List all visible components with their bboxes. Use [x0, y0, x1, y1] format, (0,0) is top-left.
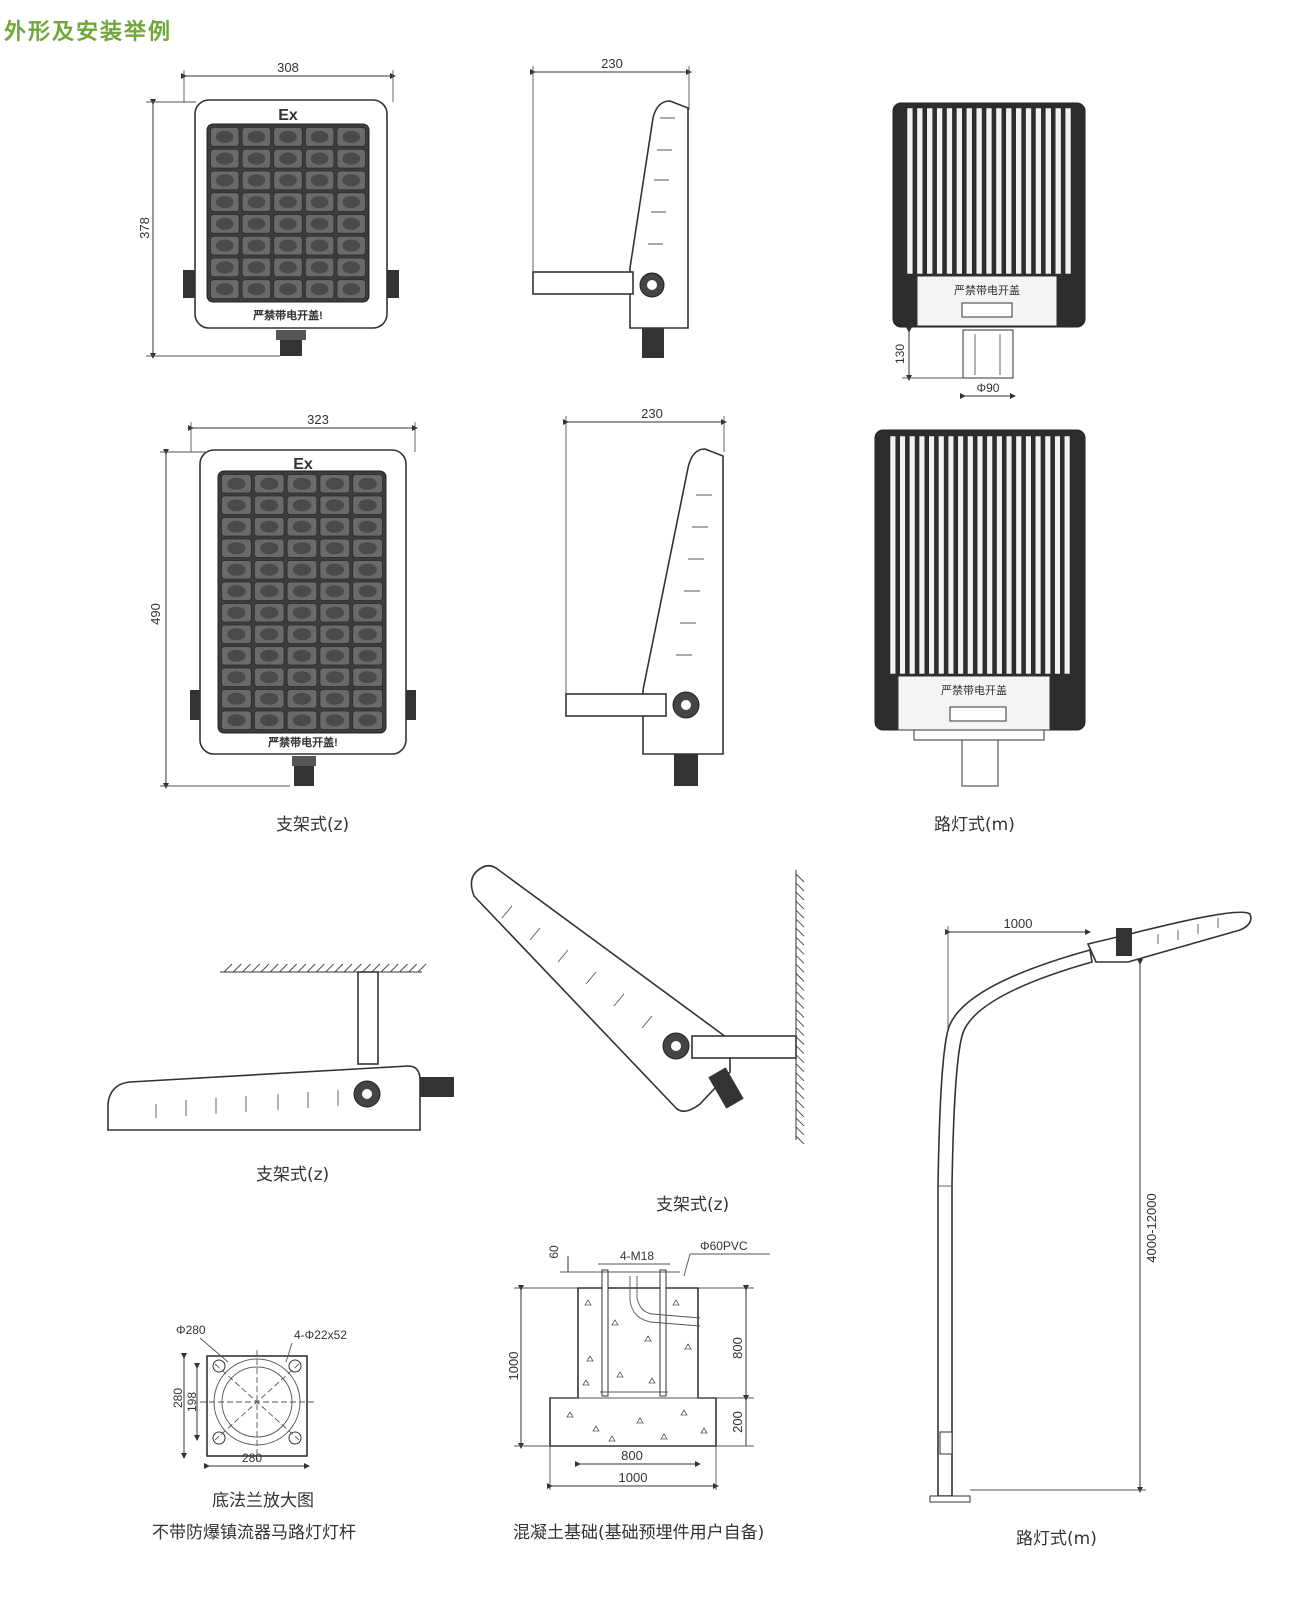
caption-street-pole: 路灯式(m) — [1016, 1529, 1097, 1549]
foundation-pipe: Φ60PVC — [700, 1239, 748, 1253]
foundation-detail: 60 4-M18 Φ60PVC 1000 800 200 800 1000 — [506, 1239, 770, 1490]
small-front-view: 308 378 Ex 严禁带电开盖! — [137, 60, 399, 359]
large-front-ex-mark: Ex — [293, 456, 313, 473]
pole-arm-length: 1000 — [1004, 916, 1033, 931]
small-side-view: 230 — [530, 56, 692, 358]
caption-bracket-ceiling: 支架式(z) — [256, 1165, 330, 1185]
foundation-top: 60 — [547, 1245, 561, 1259]
ceiling-mount-view — [107, 963, 454, 1131]
large-side-depth: 230 — [641, 406, 663, 421]
small-front-warning: 严禁带电开盖! — [252, 308, 323, 322]
pole-height: 4000-12000 — [1144, 1193, 1159, 1262]
large-back-view: 严禁带电开盖 — [874, 429, 1086, 787]
large-front-view: 323 490 Ex 严禁带电开盖! — [148, 412, 418, 789]
foundation-outer-width: 1000 — [619, 1470, 648, 1485]
caption-bracket-top: 支架式(z) — [276, 815, 350, 835]
small-back-pole-length: 130 — [893, 344, 907, 364]
flange-holes: 4-Φ22x52 — [294, 1328, 347, 1342]
foundation-bolts: 4-M18 — [620, 1249, 654, 1263]
flange-side: 280 — [171, 1388, 185, 1408]
foundation-lower: 200 — [730, 1411, 745, 1433]
small-side-depth: 230 — [601, 56, 623, 71]
small-front-width: 308 — [277, 60, 299, 75]
small-back-label: 严禁带电开盖 — [954, 283, 1020, 297]
flange-inner: 198 — [185, 1392, 199, 1412]
large-front-width: 323 — [307, 412, 329, 427]
caption-pole-note: 不带防爆镇流器马路灯灯杆 — [152, 1523, 356, 1543]
street-pole-view: 1000 4000-12000 — [929, 911, 1252, 1503]
large-side-view: 230 — [563, 406, 727, 786]
small-front-height: 378 — [137, 217, 152, 239]
caption-street-top: 路灯式(m) — [934, 815, 1015, 835]
flange-bottom: 280 — [242, 1451, 262, 1465]
small-front-ex-mark: Ex — [278, 107, 298, 124]
caption-foundation: 混凝土基础(基础预埋件用户自备) — [513, 1523, 765, 1543]
caption-bracket-wall: 支架式(z) — [656, 1195, 730, 1215]
large-back-label: 严禁带电开盖 — [941, 683, 1007, 697]
caption-flange: 底法兰放大图 — [212, 1491, 314, 1511]
foundation-inner-width: 800 — [621, 1448, 643, 1463]
foundation-upper: 800 — [730, 1337, 745, 1359]
large-front-height: 490 — [148, 603, 163, 625]
foundation-height: 1000 — [506, 1352, 521, 1381]
flange-detail: Φ280 4-Φ22x52 280 198 280 — [171, 1323, 347, 1469]
small-back-pole-diameter: Φ90 — [977, 381, 1000, 395]
page-heading: 外形及安装举例 — [4, 20, 173, 45]
wall-mount-view — [470, 864, 805, 1145]
large-front-warning: 严禁带电开盖! — [267, 735, 338, 749]
flange-outer-diameter: Φ280 — [176, 1323, 206, 1337]
small-back-view: 严禁带电开盖 130 Φ90 — [892, 102, 1086, 399]
